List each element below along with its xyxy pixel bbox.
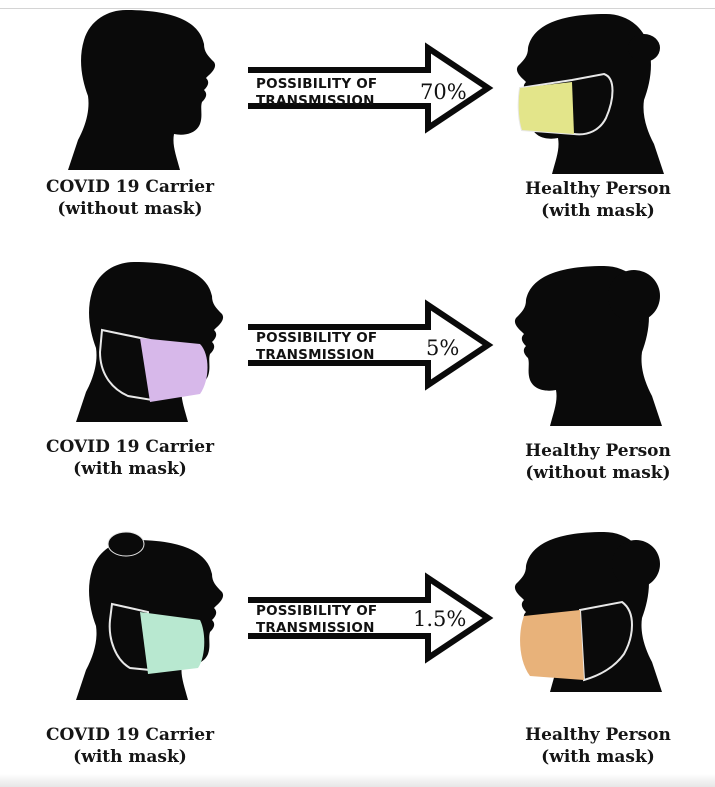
panel-3	[76, 531, 662, 700]
carrier-head-3	[76, 531, 224, 700]
mask-healthy-3-front	[520, 610, 584, 680]
arrow-1-percent: 70%	[420, 80, 467, 104]
top-divider	[0, 8, 715, 9]
carrier-3-caption-line1: COVID 19 Carrier	[45, 725, 215, 745]
carrier-2-caption-line1: COVID 19 Carrier	[45, 437, 215, 457]
arrow-2-label-line1: POSSIBILITY OF	[256, 330, 378, 346]
bottom-band	[0, 774, 715, 787]
arrow-2-percent: 5%	[426, 336, 460, 360]
healthy-2-caption-line1: Healthy Person	[525, 441, 671, 461]
mask-carrier-3-back	[108, 602, 152, 672]
arrow-2-label: POSSIBILITY OF TRANSMISSION	[256, 330, 377, 364]
carrier-1-caption-line2: (without mask)	[57, 199, 203, 219]
mask-healthy-3-back	[578, 600, 633, 682]
healthy-3-caption: Healthy Person (with mask)	[488, 724, 708, 768]
healthy-head-3	[514, 532, 662, 692]
healthy-2-caption-line2: (without mask)	[525, 463, 671, 483]
carrier-3-caption: COVID 19 Carrier (with mask)	[20, 724, 240, 768]
arrow-3-label-line1: POSSIBILITY OF	[256, 603, 378, 619]
healthy-3-caption-line2: (with mask)	[541, 747, 655, 767]
healthy-1-caption-line2: (with mask)	[541, 201, 655, 221]
mask-carrier-2-front	[140, 338, 208, 402]
mask-healthy-1-front	[518, 82, 574, 134]
arrow-3-label-line2: TRANSMISSION	[256, 620, 375, 636]
healthy-head-1	[516, 14, 664, 174]
carrier-2-caption: COVID 19 Carrier (with mask)	[20, 436, 240, 480]
arrow-1-label-line2: TRANSMISSION	[256, 93, 375, 109]
healthy-1-caption-line1: Healthy Person	[525, 179, 671, 199]
mask-carrier-2-back	[98, 328, 154, 402]
healthy-2-caption: Healthy Person (without mask)	[488, 440, 708, 484]
healthy-3-caption-line1: Healthy Person	[525, 725, 671, 745]
carrier-1-caption: COVID 19 Carrier (without mask)	[20, 176, 240, 220]
healthy-head-2	[514, 266, 662, 426]
carrier-3-caption-line2: (with mask)	[73, 747, 187, 767]
arrow-1-label: POSSIBILITY OF TRANSMISSION	[256, 76, 377, 110]
arrow-3-percent: 1.5%	[413, 607, 467, 631]
arrow-2-label-line2: TRANSMISSION	[256, 347, 375, 363]
mask-carrier-3-front	[140, 612, 205, 674]
arrow-1-label-line1: POSSIBILITY OF	[256, 76, 378, 92]
carrier-head-1	[68, 10, 216, 170]
healthy-1-caption: Healthy Person (with mask)	[488, 178, 708, 222]
carrier-2-caption-line2: (with mask)	[73, 459, 187, 479]
panel-2	[76, 262, 662, 426]
panel-1	[68, 10, 664, 174]
arrow-3-label: POSSIBILITY OF TRANSMISSION	[256, 603, 377, 637]
carrier-1-caption-line1: COVID 19 Carrier	[45, 177, 215, 197]
